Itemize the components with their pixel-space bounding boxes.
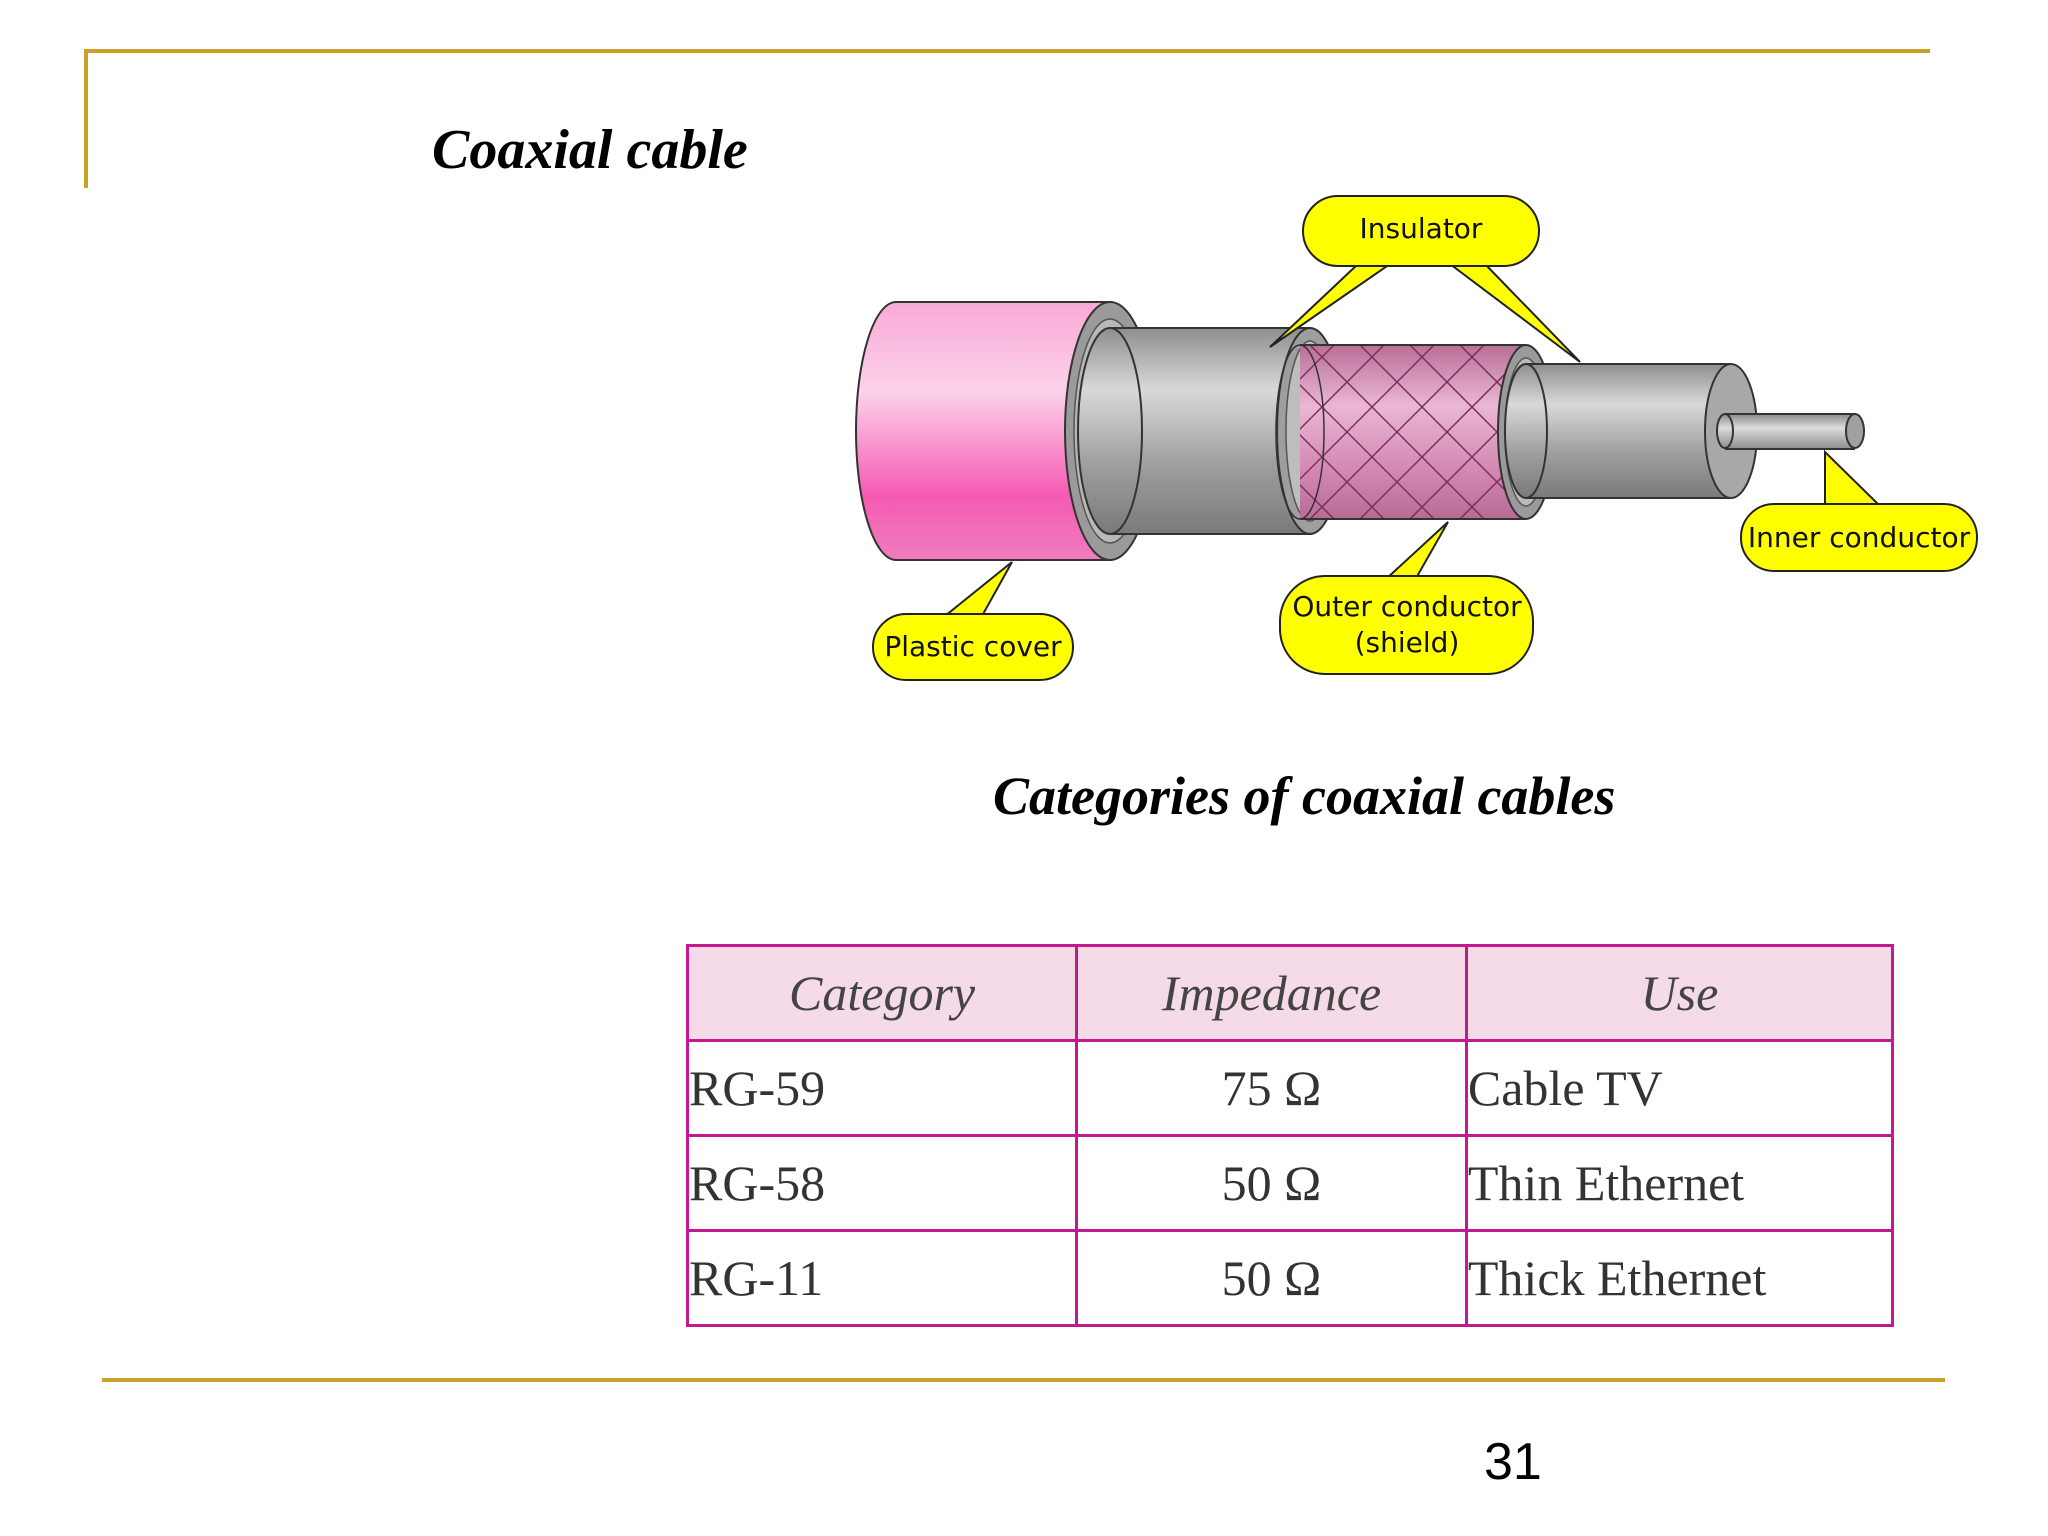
- coaxial-cable-diagram: Insulator Inner conductor Outer conducto…: [855, 195, 1978, 681]
- cell-use: Thin Ethernet: [1464, 1134, 1895, 1232]
- callout-plastic-cover-label: Plastic cover: [884, 630, 1062, 663]
- bottom-rule: [102, 1378, 1945, 1382]
- page-number: 31: [1484, 1433, 1542, 1491]
- cell-impedance: 50 Ω: [1075, 1229, 1468, 1327]
- inner-insulator-layer: [1504, 363, 1758, 499]
- column-header-use: Use: [1464, 944, 1895, 1042]
- coaxial-categories-table: Category Impedance Use RG-59 75 Ω Cable …: [685, 944, 1895, 1327]
- table-row: RG-58 50 Ω Thin Ethernet: [685, 1134, 1895, 1232]
- column-header-category: Category: [685, 944, 1079, 1042]
- table-row: RG-11 50 Ω Thick Ethernet: [685, 1229, 1895, 1327]
- callout-outer-conductor: Outer conductor (shield): [1279, 521, 1534, 675]
- cell-category: RG-59: [685, 1039, 1079, 1137]
- table-header-row: Category Impedance Use: [685, 944, 1895, 1042]
- cell-impedance: 75 Ω: [1075, 1039, 1468, 1137]
- callout-insulator: Insulator: [1269, 195, 1581, 363]
- cell-impedance: 50 Ω: [1075, 1134, 1468, 1232]
- callout-plastic-cover: Plastic cover: [872, 561, 1074, 681]
- cell-use: Cable TV: [1464, 1039, 1895, 1137]
- cell-use: Thick Ethernet: [1464, 1229, 1895, 1327]
- top-rule: [84, 49, 1930, 53]
- callout-insulator-label: Insulator: [1360, 212, 1483, 245]
- table-row: RG-59 75 Ω Cable TV: [685, 1039, 1895, 1137]
- callout-outer-conductor-label-2: (shield): [1355, 626, 1460, 659]
- slide-title: Coaxial cable: [432, 119, 748, 181]
- table-caption: Categories of coaxial cables: [993, 766, 1616, 826]
- column-header-impedance: Impedance: [1075, 944, 1468, 1042]
- callout-outer-conductor-label-1: Outer conductor: [1292, 590, 1522, 623]
- cell-category: RG-58: [685, 1134, 1079, 1232]
- left-rule: [84, 49, 88, 188]
- inner-conductor-wire: [1716, 413, 1865, 450]
- cell-category: RG-11: [685, 1229, 1079, 1327]
- callout-inner-conductor: Inner conductor: [1740, 449, 1978, 572]
- callout-inner-conductor-label: Inner conductor: [1748, 521, 1971, 554]
